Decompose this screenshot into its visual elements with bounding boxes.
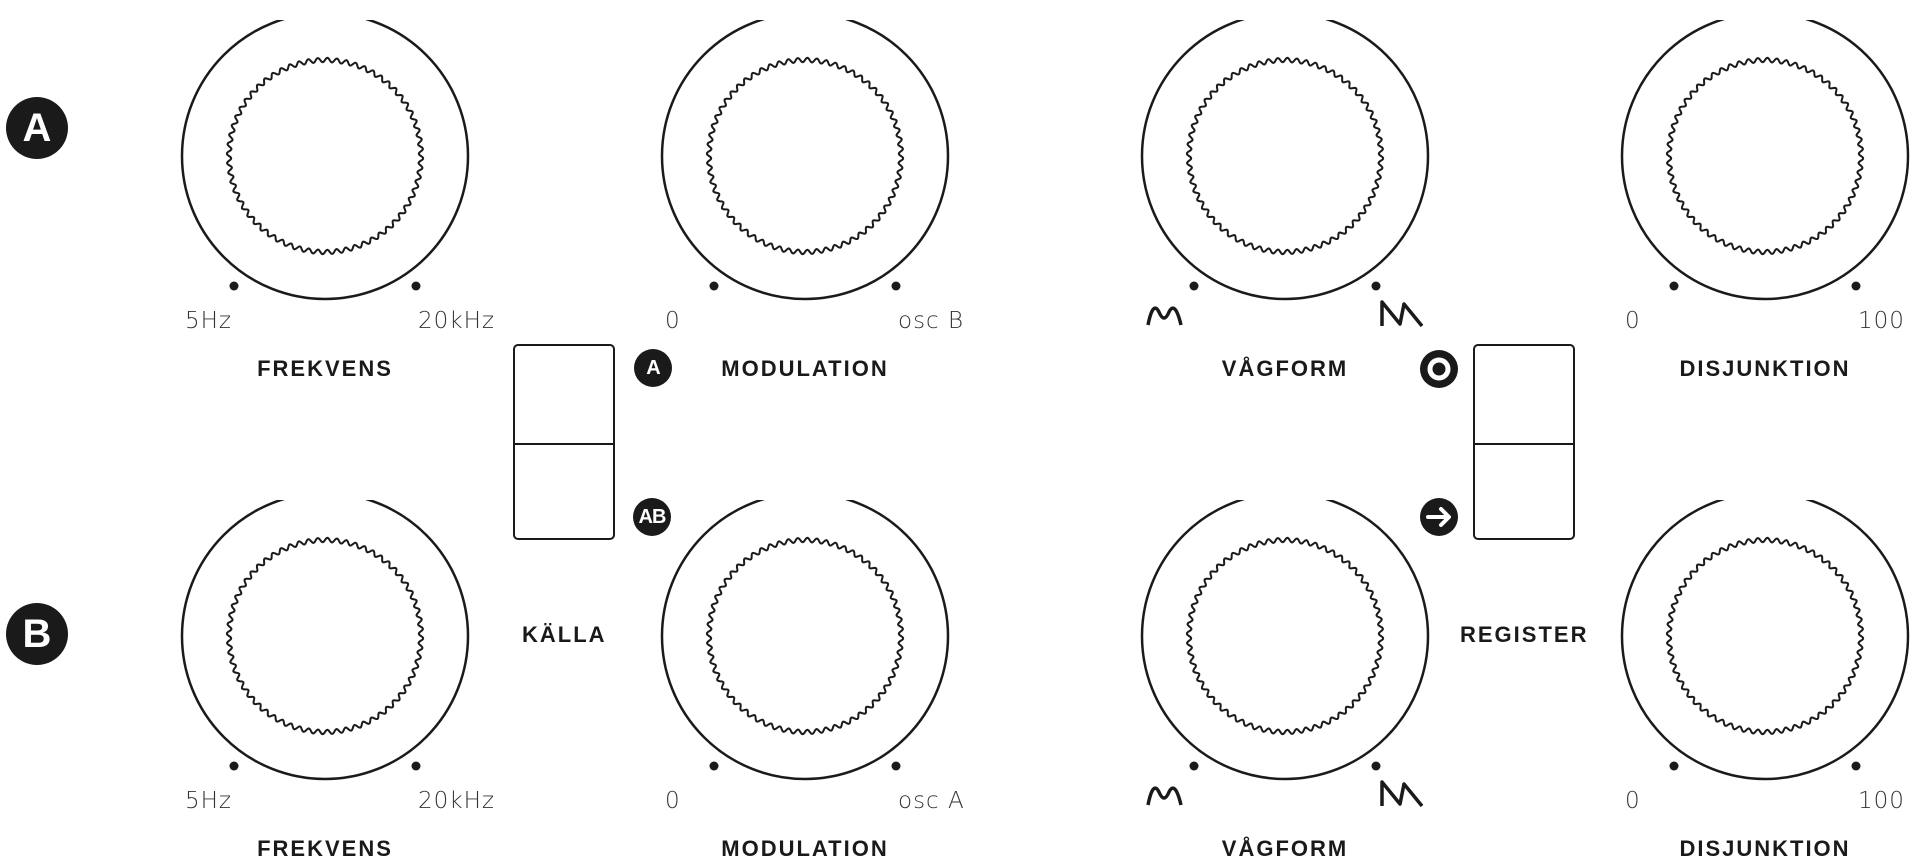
osc-a-waveform-title: VÅGFORM <box>1221 356 1349 381</box>
source-switch-bottom[interactable] <box>515 445 613 542</box>
osc-a-frequency-max-label: 20kHz <box>418 308 495 334</box>
osc-b-modulation-max-tick <box>891 761 901 771</box>
osc-b-disjunction-outer-ring <box>1620 500 1910 781</box>
osc-b-frequency-min-label: 5Hz <box>185 788 233 814</box>
register-switch[interactable] <box>1473 344 1575 540</box>
register-switch-label: REGISTER <box>1460 622 1589 647</box>
osc-a-modulation-outer-ring <box>660 20 950 301</box>
osc-b-frequency-outer-ring <box>180 500 470 781</box>
osc-a-frequency-dial[interactable] <box>160 20 490 320</box>
osc-a-modulation-dial[interactable] <box>640 20 970 320</box>
oscillator-a-badge: A <box>6 97 68 159</box>
osc-a-disjunction-outer-ring <box>1620 20 1910 301</box>
source-switch-label: KÄLLA <box>522 622 607 647</box>
osc-a-disjunction-max-tick <box>1851 281 1861 291</box>
register-switch-bottom[interactable] <box>1475 445 1573 542</box>
osc-a-waveform-knob[interactable]: VÅGFORM <box>1120 20 1450 381</box>
arrow-right-icon[interactable] <box>1419 497 1459 542</box>
oscillator-b-badge: B <box>6 603 68 665</box>
source-option-a-badge[interactable]: A <box>634 349 672 387</box>
osc-b-disjunction-title: DISJUNKTION <box>1679 836 1851 861</box>
osc-b-frequency-dial[interactable] <box>160 500 490 800</box>
source-switch-divider <box>515 443 613 445</box>
osc-b-waveform-min-tick <box>1189 761 1199 771</box>
osc-a-disjunction-max-label: 100 <box>1858 308 1905 334</box>
osc-a-waveform-min-tick <box>1189 281 1199 291</box>
osc-b-frequency-grip-edge <box>225 536 425 736</box>
osc-a-modulation-min-label: 0 <box>665 308 681 334</box>
osc-b-disjunction-min-tick <box>1669 761 1679 771</box>
osc-b-modulation-dial[interactable] <box>640 500 970 800</box>
osc-a-modulation-min-tick <box>709 281 719 291</box>
osc-a-frequency-title: FREKVENS <box>257 356 393 381</box>
osc-a-frequency-grip-edge <box>225 56 425 256</box>
osc-a-modulation-knob[interactable]: 0 osc B MODULATION <box>640 20 970 381</box>
osc-b-frequency-max-tick <box>411 761 421 771</box>
osc-a-waveform-grip-edge <box>1185 56 1385 256</box>
osc-a-disjunction-min-label: 0 <box>1625 308 1641 334</box>
source-option-ab-badge[interactable]: AB <box>633 498 671 536</box>
source-switch[interactable] <box>513 344 615 540</box>
osc-a-modulation-max-label: osc B <box>898 308 965 334</box>
osc-b-modulation-knob[interactable]: 0 osc A MODULATION <box>640 500 970 861</box>
osc-b-modulation-min-label: 0 <box>665 788 681 814</box>
osc-a-modulation-max-tick <box>891 281 901 291</box>
source-switch-top[interactable] <box>515 346 613 443</box>
osc-a-disjunction-dial[interactable] <box>1600 20 1920 320</box>
osc-a-modulation-grip-edge <box>705 56 905 256</box>
osc-a-disjunction-min-tick <box>1669 281 1679 291</box>
osc-a-waveform-dial[interactable] <box>1120 20 1450 320</box>
osc-b-disjunction-max-tick <box>1851 761 1861 771</box>
osc-b-disjunction-grip-edge <box>1665 536 1865 736</box>
osc-b-disjunction-dial[interactable] <box>1600 500 1920 800</box>
osc-b-modulation-min-tick <box>709 761 719 771</box>
loop-icon[interactable] <box>1419 349 1459 394</box>
osc-a-waveform-outer-ring <box>1140 20 1430 301</box>
osc-a-waveform-max-tick <box>1371 281 1381 291</box>
osc-b-frequency-max-label: 20kHz <box>418 788 495 814</box>
osc-b-modulation-title: MODULATION <box>721 836 889 861</box>
osc-b-waveform-knob[interactable]: VÅGFORM <box>1120 500 1450 861</box>
osc-b-disjunction-max-label: 100 <box>1858 788 1905 814</box>
register-switch-divider <box>1475 443 1573 445</box>
osc-b-modulation-outer-ring <box>660 500 950 781</box>
osc-b-waveform-max-tick <box>1371 761 1381 771</box>
osc-b-waveform-grip-edge <box>1185 536 1385 736</box>
osc-b-waveform-title: VÅGFORM <box>1221 836 1349 861</box>
osc-a-frequency-max-tick <box>411 281 421 291</box>
osc-b-modulation-max-label: osc A <box>898 788 965 814</box>
osc-b-disjunction-min-label: 0 <box>1625 788 1641 814</box>
osc-a-frequency-outer-ring <box>180 20 470 301</box>
osc-b-modulation-grip-edge <box>705 536 905 736</box>
osc-a-disjunction-title: DISJUNKTION <box>1679 356 1851 381</box>
osc-b-frequency-min-tick <box>229 761 239 771</box>
osc-a-modulation-title: MODULATION <box>721 356 889 381</box>
osc-b-waveform-outer-ring <box>1140 500 1430 781</box>
osc-a-frequency-min-tick <box>229 281 239 291</box>
osc-b-frequency-title: FREKVENS <box>257 836 393 861</box>
osc-b-waveform-dial[interactable] <box>1120 500 1450 800</box>
osc-a-frequency-min-label: 5Hz <box>185 308 233 334</box>
register-switch-top[interactable] <box>1475 346 1573 443</box>
osc-a-disjunction-grip-edge <box>1665 56 1865 256</box>
